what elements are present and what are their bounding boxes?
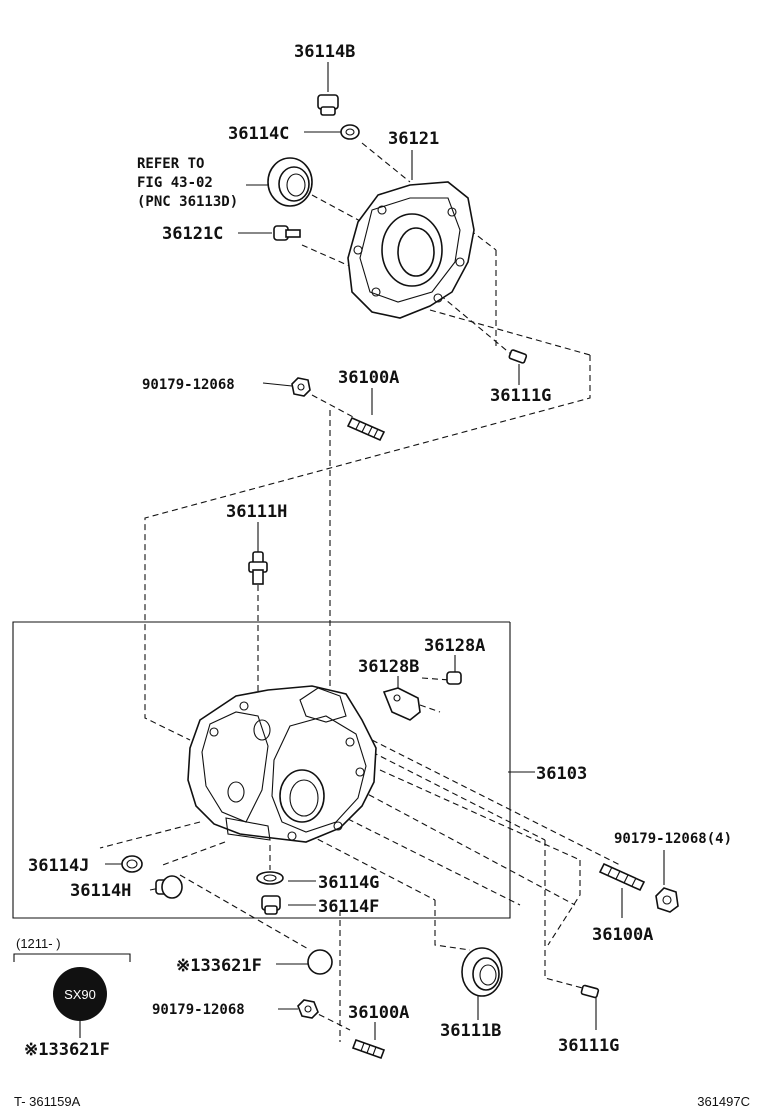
- label-refer-to: REFER TO: [137, 156, 204, 172]
- label-36103: 36103: [536, 764, 587, 784]
- label-36121: 36121: [388, 129, 439, 149]
- part-36114F-plug: [261, 895, 281, 915]
- part-36111H-switch: [248, 551, 268, 585]
- label-36114B: 36114B: [294, 42, 355, 62]
- label-sx90: SX90: [64, 987, 96, 1002]
- label-36114F: 36114F: [318, 897, 379, 917]
- part-36128B-bracket: [382, 687, 421, 721]
- label-36114C: 36114C: [228, 124, 289, 144]
- label-refer-pnc: (PNC 36113D): [137, 194, 238, 210]
- part-36111G-pin-bottom: [580, 984, 600, 999]
- part-90179-12068-nut-top: [291, 377, 311, 397]
- part-36114C-washer: [340, 124, 360, 140]
- label-refer-fig: FIG 43-02: [137, 175, 213, 191]
- label-36100A-bottom: 36100A: [348, 1003, 409, 1023]
- sx90-badge: [53, 967, 107, 1021]
- part-36114B-plug: [317, 94, 339, 116]
- part-36121-cover: [347, 181, 475, 319]
- part-36111B-oil-seal: [461, 947, 503, 997]
- label-90179-12068-top: 90179-12068: [142, 377, 235, 393]
- label-36114G: 36114G: [318, 873, 379, 893]
- part-36121C-bolt: [273, 225, 301, 241]
- label-36111B: 36111B: [440, 1021, 501, 1041]
- label-36100A-right: 36100A: [592, 925, 653, 945]
- label-36114J: 36114J: [28, 856, 89, 876]
- part-36103-case: [187, 685, 377, 843]
- date-note-bracket: [13, 953, 131, 962]
- label-33621F-bottom: ※133621F: [24, 1040, 110, 1060]
- part-36114J-washer: [121, 855, 143, 873]
- part-33621F-plug: [307, 949, 333, 975]
- label-36121C: 36121C: [162, 224, 223, 244]
- label-36128A: 36128A: [424, 636, 485, 656]
- part-36111G-pin-top: [508, 349, 528, 364]
- label-36111G-top: 36111G: [490, 386, 551, 406]
- label-90179-12068-bottom: 90179-12068: [152, 1002, 245, 1018]
- label-36111G-bottom: 36111G: [558, 1036, 619, 1056]
- part-labels: 36114B 36114C 36121 REFER TO FIG 43-02 (…: [14, 42, 750, 1109]
- label-36114H: 36114H: [70, 881, 131, 901]
- part-36114G-washer: [256, 871, 284, 885]
- part-36100A-stud-right: [598, 862, 646, 892]
- part-oil-seal-refer: [267, 157, 313, 207]
- footer-right-code: 361497C: [697, 1094, 750, 1109]
- case-assembly-box: [12, 621, 511, 919]
- part-36100A-stud-top: [346, 416, 386, 442]
- label-date-note: (1211- ): [16, 936, 61, 951]
- label-90179-12068-4: 90179-12068(4): [614, 831, 732, 847]
- part-36128A-bolt: [446, 671, 462, 685]
- label-36100A-top: 36100A: [338, 368, 399, 388]
- label-36128B: 36128B: [358, 657, 419, 677]
- label-33621F-mid: ※133621F: [176, 956, 262, 976]
- label-36111H: 36111H: [226, 502, 287, 522]
- part-90179-12068-nut-bottom: [297, 999, 319, 1019]
- assembly-dashed-lines: [99, 142, 621, 1042]
- part-36114H-plug: [155, 875, 183, 899]
- part-36100A-stud-bottom: [351, 1038, 386, 1060]
- footer-left-code: T- 361159A: [14, 1094, 81, 1109]
- part-90179-12068-nut-right: [655, 887, 679, 913]
